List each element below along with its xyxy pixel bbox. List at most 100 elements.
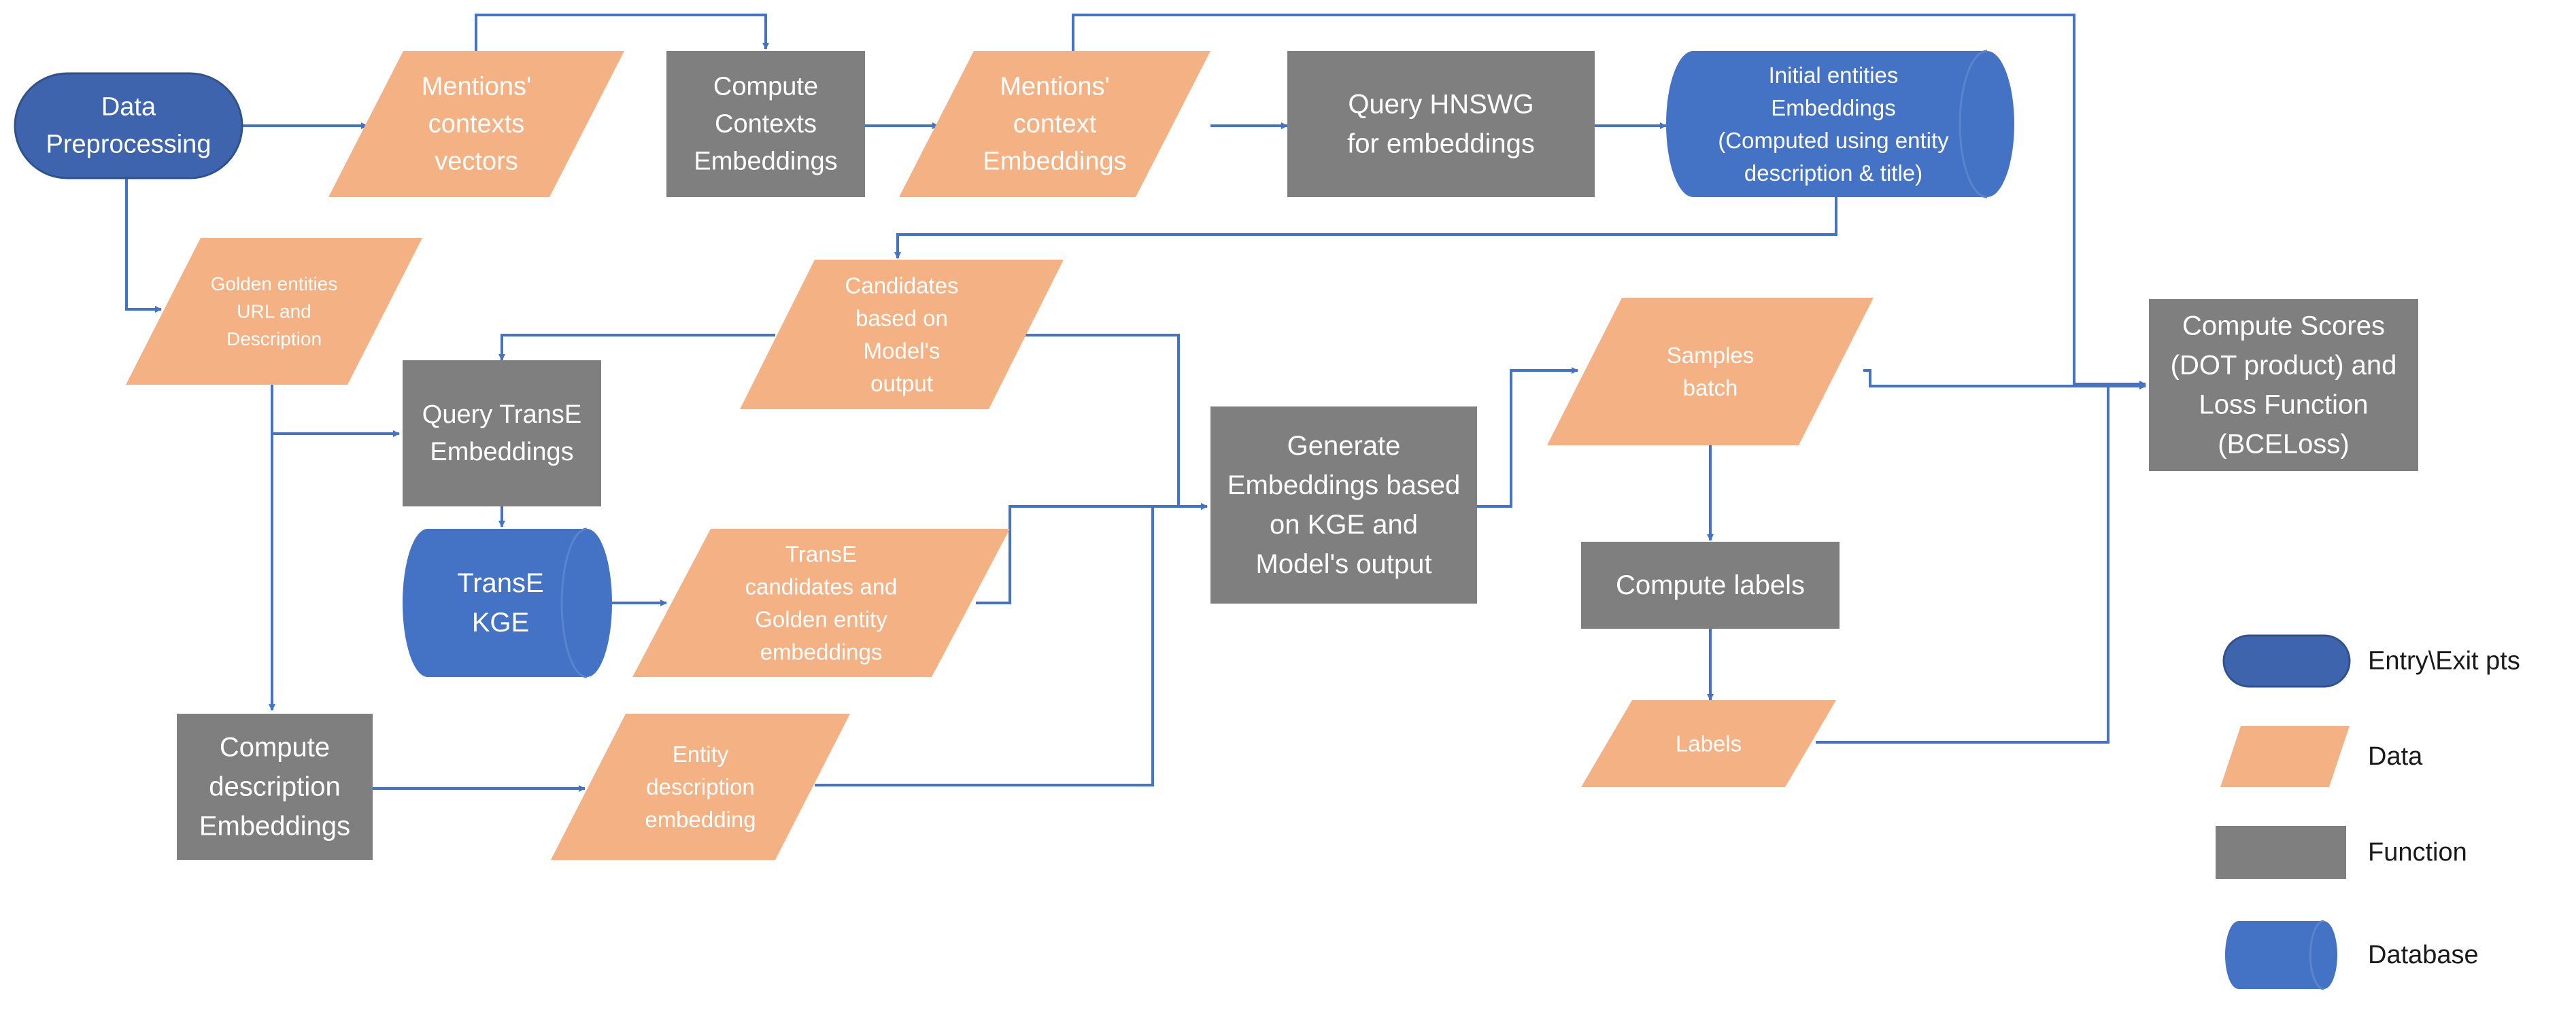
node-compute-description-embeddings-label: Embeddings — [199, 812, 350, 842]
node-mentions-contexts-vectors-label: contexts — [428, 110, 525, 139]
node-data-preprocessing-shape — [14, 72, 243, 179]
node-entity-description-embedding-shape — [551, 714, 850, 860]
node-generate-embeddings-label: Embeddings based — [1227, 470, 1460, 500]
node-transe-candidates-shape — [632, 529, 1010, 677]
node-entity-description-embedding-label: Entity — [673, 742, 729, 767]
node-candidates-label: output — [870, 370, 933, 396]
legend-database-shape — [2225, 921, 2337, 989]
node-samples-batch-label: Samples — [1667, 343, 1754, 368]
legend-label-database: Database — [2368, 941, 2479, 969]
node-candidates-shape — [740, 260, 1064, 409]
legend-item-entry: Entry\Exit pts — [2222, 634, 2520, 688]
node-mentions-context-embeddings-label: context — [1013, 110, 1097, 139]
node-initial-entities-embeddings-label: description & title) — [1744, 160, 1922, 186]
legend-data-shape — [2220, 726, 2350, 787]
legend-item-function: Function — [2216, 826, 2467, 879]
node-golden-entities-label: Golden entities — [211, 273, 338, 294]
node-transe-kge-cap — [560, 527, 588, 678]
node-mentions-context-embeddings-label: Mentions' — [1000, 72, 1109, 101]
node-entity-description-embedding-label: embedding — [645, 807, 756, 832]
node-transe-candidates-label: candidates and — [745, 574, 898, 600]
node-generate-embeddings-label: Generate — [1287, 431, 1401, 461]
node-samples-batch-label: batch — [1683, 375, 1738, 400]
node-initial-entities-embeddings-cap — [1959, 50, 1988, 198]
node-query-hnswg-shape — [1287, 51, 1595, 197]
arrow-transe-candidates-to-generate — [976, 503, 1208, 604]
node-mentions-contexts-vectors-label: vectors — [435, 148, 518, 176]
node-mentions-contexts-vectors-shape — [328, 51, 624, 197]
node-samples-batch: Samples batch — [1547, 298, 1874, 445]
node-initial-entities-embeddings-label: Initial entities — [1769, 63, 1899, 88]
node-compute-contexts-embeddings-label: Contexts — [715, 110, 817, 139]
arrow-generate-to-samples — [1477, 367, 1578, 508]
node-compute-scores-label: Loss Function — [2199, 390, 2368, 420]
node-compute-contexts-embeddings-label: Embeddings — [694, 148, 837, 176]
node-compute-scores-label: Compute Scores — [2182, 311, 2385, 341]
node-query-transe-label: Query TransE — [422, 400, 581, 429]
node-initial-entities-embeddings-label: Embeddings — [1771, 95, 1895, 120]
node-transe-candidates-label: TransE — [785, 542, 857, 567]
connectors — [125, 14, 2146, 792]
node-compute-description-embeddings-label: Compute — [220, 733, 330, 763]
node-mentions-contexts-vectors: Mentions' contexts vectors — [328, 51, 624, 197]
node-generate-embeddings-label: Model's output — [1256, 549, 1432, 579]
node-golden-entities-label: Description — [226, 328, 322, 349]
legend-item-data: Data — [2220, 726, 2423, 787]
node-labels-shape — [1581, 700, 1836, 787]
node-compute-description-embeddings-label: description — [209, 772, 340, 802]
node-candidates-label: Candidates — [845, 273, 959, 298]
node-candidates-label: Model's — [864, 338, 940, 363]
node-compute-scores-label: (DOT product) and — [2171, 351, 2397, 381]
node-transe-kge-shape — [403, 529, 612, 677]
node-golden-entities-label: URL and — [237, 301, 311, 322]
node-compute-contexts-embeddings-shape — [666, 51, 865, 197]
node-generate-embeddings-label: on KGE and — [1270, 510, 1418, 540]
node-candidates-label: based on — [855, 306, 948, 331]
arrow-context-vectors-to-compute-contexts — [475, 14, 769, 51]
node-compute-labels: Compute labels — [1581, 542, 1840, 629]
arrow-candidates-to-generate — [979, 334, 1208, 510]
node-query-hnswg-label: Query HNSWG — [1348, 90, 1533, 120]
node-query-transe-label: Embeddings — [430, 438, 573, 466]
node-query-transe: Query TransE Embeddings — [403, 360, 601, 506]
node-samples-batch-shape — [1547, 298, 1874, 445]
legend-database-cap — [2309, 920, 2324, 990]
node-query-hnswg: Query HNSWG for embeddings — [1287, 51, 1595, 197]
legend-label-entry: Entry\Exit pts — [2368, 647, 2520, 676]
legend-function-shape — [2216, 826, 2346, 879]
node-initial-entities-embeddings-label: (Computed using entity — [1718, 128, 1949, 153]
node-query-hnswg-label: for embeddings — [1347, 129, 1535, 159]
arrow-candidates-to-query-transe — [498, 334, 775, 361]
node-compute-scores-shape — [2149, 299, 2418, 471]
node-candidates: Candidates based on Model's output — [740, 260, 1064, 409]
node-labels-label: Labels — [1676, 731, 1742, 757]
node-mentions-context-embeddings-label: Embeddings — [983, 148, 1126, 176]
node-compute-scores-label: (BCELoss) — [2218, 430, 2349, 460]
node-entity-description-embedding-label: description — [646, 774, 755, 799]
node-compute-labels-label: Compute labels — [1616, 570, 1805, 600]
arrow-initial-embeddings-to-candidates — [894, 197, 1837, 259]
node-entity-description-embedding: Entity description embedding — [551, 714, 850, 860]
node-transe-kge-label: KGE — [472, 608, 529, 638]
node-compute-contexts-embeddings-label: Compute — [713, 72, 818, 101]
arrow-samples-to-scores — [1863, 369, 2146, 389]
arrow-preprocessing-to-golden-entities — [125, 178, 162, 313]
legend-label-data: Data — [2368, 742, 2423, 771]
node-mentions-contexts-vectors-label: Mentions' — [422, 72, 531, 101]
node-data-preprocessing-label: Data — [101, 92, 156, 121]
legend-label-function: Function — [2368, 838, 2467, 867]
arrow-labels-to-scores — [1816, 383, 2146, 744]
flowchart-nodes: DataPreprocessingMentions'contextsvector… — [14, 50, 2418, 860]
node-query-transe-shape — [403, 360, 601, 506]
node-transe-candidates-label: Golden entity — [755, 606, 887, 631]
node-initial-entities-embeddings-shape — [1666, 51, 2014, 197]
node-mentions-context-embeddings-shape — [899, 51, 1210, 197]
